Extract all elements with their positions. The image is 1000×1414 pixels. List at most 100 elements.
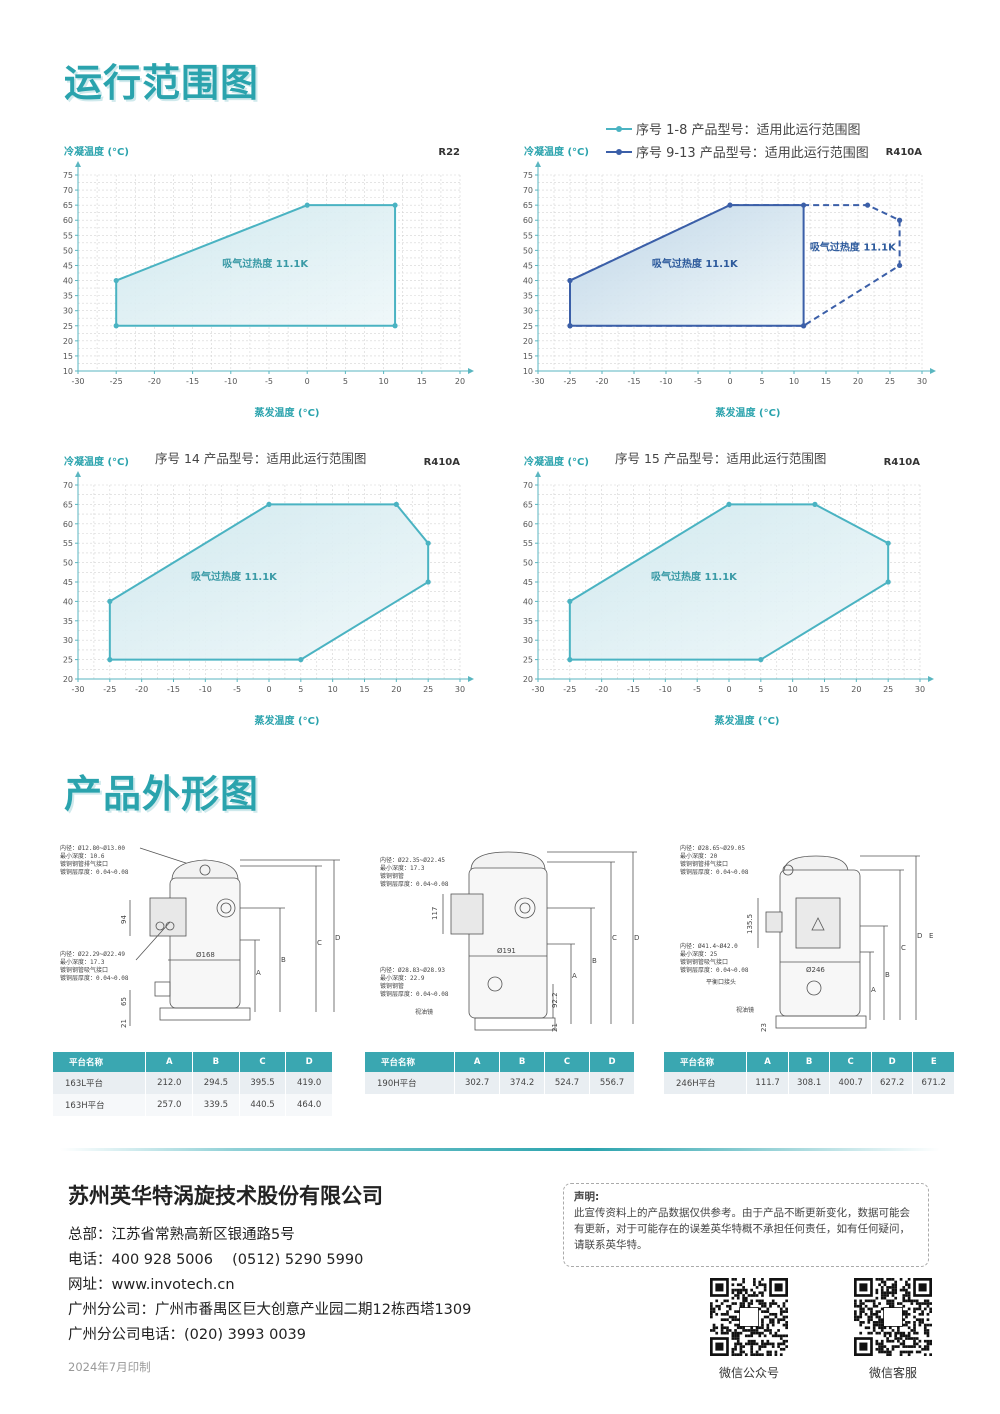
qr-module (923, 1331, 927, 1335)
drawing-dim: 117 (431, 907, 439, 920)
qr-module (902, 1350, 906, 1354)
qr-module (905, 1294, 908, 1297)
qr-module (854, 1315, 857, 1319)
qr-module (753, 1294, 756, 1297)
qr-module (905, 1312, 908, 1316)
qr-module (897, 1329, 900, 1332)
table-header: D (589, 1052, 635, 1072)
company-website[interactable]: 网址：www.invotech.cn (68, 1277, 235, 1293)
x-tick-label: -25 (103, 685, 116, 694)
qr-module (769, 1302, 772, 1305)
qr-module (923, 1326, 927, 1330)
qr-module (880, 1294, 884, 1297)
envelope-point (897, 262, 903, 269)
x-axis-label: 蒸发温度 (°C) (255, 406, 320, 419)
x-tick-label: 0 (726, 685, 731, 694)
table-cell: 464.0 (285, 1094, 333, 1116)
y-tick-label: 15 (63, 352, 73, 361)
qr-module (734, 1331, 737, 1335)
qr-module (878, 1326, 881, 1330)
refrigerant-label: R22 (438, 147, 460, 158)
envelope-point (567, 657, 573, 663)
qr-module (779, 1312, 783, 1316)
x-tick-label: -15 (186, 377, 199, 386)
drawing-note: 镀铜钢管 (380, 982, 404, 990)
qr-module (736, 1318, 740, 1322)
qr-module (736, 1310, 740, 1313)
y-tick-label: 60 (63, 216, 73, 225)
qr-module (907, 1321, 911, 1324)
qr-module (878, 1345, 881, 1348)
qr-module (913, 1331, 916, 1335)
qr-module (883, 1291, 887, 1295)
qr-module (744, 1291, 748, 1295)
qr-module (886, 1286, 889, 1289)
qr-module (878, 1350, 881, 1354)
qr-module (769, 1329, 772, 1332)
qr-module (910, 1337, 914, 1340)
qr-module (761, 1326, 764, 1330)
qr-logo (883, 1307, 903, 1327)
table-cell: 339.5 (192, 1094, 240, 1116)
x-tick-label: 25 (885, 377, 895, 386)
drawing-note: 镀铜层厚度：0.04~0.08 (380, 880, 449, 888)
qr-module (907, 1312, 911, 1316)
x-tick-label: -20 (135, 685, 148, 694)
qr-module (880, 1280, 884, 1284)
qr-module (905, 1321, 908, 1324)
qr-module (902, 1296, 906, 1300)
x-tick-label: 15 (359, 685, 369, 694)
drawing-dim: 65 (120, 997, 128, 1006)
qr-module (880, 1323, 884, 1327)
qr-module (742, 1350, 745, 1354)
qr-module (763, 1345, 767, 1348)
qr-module (739, 1326, 743, 1330)
qr-finder-core (774, 1283, 783, 1292)
drawing-dim: C (901, 944, 906, 952)
envelope-area (115, 204, 397, 327)
qr-module (905, 1299, 908, 1303)
qr-module (739, 1288, 743, 1292)
y-tick-label: 35 (523, 617, 533, 626)
qr-module (888, 1302, 892, 1305)
drawing-note: 内径：Ø22.29~Ø22.49 (60, 950, 125, 958)
x-axis-arrow (468, 676, 474, 682)
qr-module (739, 1283, 743, 1287)
qr-module (867, 1315, 871, 1319)
drawing-note: 镀铜钢管排气接口 (60, 860, 108, 868)
qr-module (913, 1329, 916, 1332)
qr-module (750, 1350, 754, 1354)
qr-module (902, 1288, 906, 1292)
qr-module (715, 1326, 719, 1330)
qr-module (875, 1331, 879, 1335)
qr-module (878, 1318, 881, 1322)
qr-module (905, 1291, 908, 1295)
table-cell: 190H平台 (365, 1072, 456, 1094)
qr-module (755, 1286, 759, 1289)
qr-module (883, 1280, 887, 1284)
qr-module (734, 1334, 737, 1338)
y-tick-label: 50 (63, 246, 73, 255)
table-cell: 524.7 (544, 1072, 590, 1094)
qr-module (758, 1326, 762, 1330)
qr-module (902, 1342, 906, 1346)
x-tick-label: -25 (563, 377, 576, 386)
qr-module (910, 1350, 914, 1354)
qr-module (718, 1307, 721, 1311)
section-title-outline: 产品外形图 (64, 772, 260, 816)
qr-module (907, 1334, 911, 1338)
qr-module (926, 1299, 930, 1303)
qr-module (918, 1345, 922, 1348)
qr-module (859, 1299, 863, 1303)
qr-module (771, 1345, 775, 1348)
qr-module (880, 1318, 884, 1322)
qr-module (921, 1318, 924, 1322)
qr-finder-core (715, 1342, 724, 1351)
qr-module (926, 1312, 930, 1316)
qr-module (777, 1342, 780, 1346)
qr-module (880, 1291, 884, 1295)
qr-module (886, 1350, 889, 1354)
table-cell: 627.2 (871, 1072, 914, 1094)
